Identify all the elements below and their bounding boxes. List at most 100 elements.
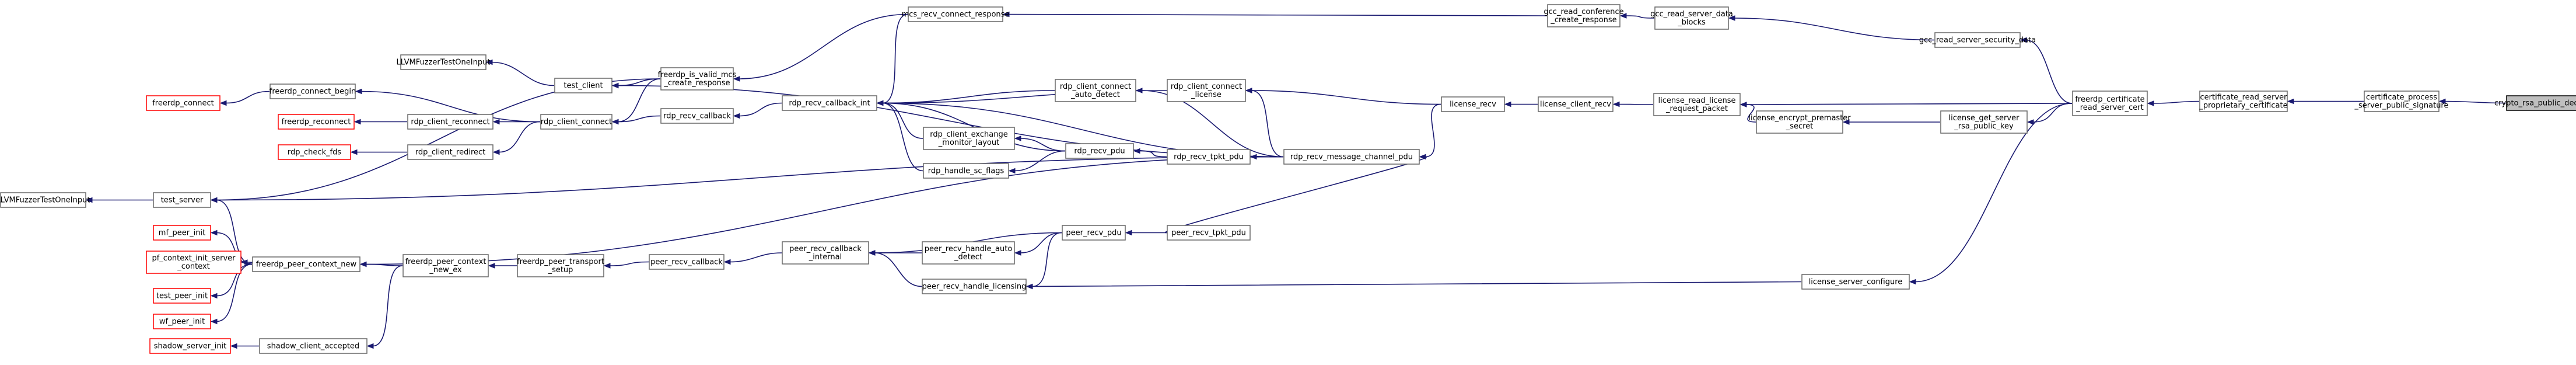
node-label: license_encrypt_premaster — [1748, 114, 1851, 123]
node-label: mcs_recv_connect_response — [902, 11, 1010, 19]
edge-line — [1251, 90, 1284, 158]
node-label: shadow_client_accepted — [267, 342, 359, 351]
node-box — [0, 192, 86, 208]
node-fivmcr[interactable]: freerdp_is_valid_mcs_create_response — [658, 67, 737, 91]
node-label: rdp_client_redirect — [415, 148, 486, 157]
node-grssd[interactable]: gcc_read_server_security_data — [1919, 32, 2036, 48]
arrow-head-icon — [85, 197, 93, 203]
node-label: rdp_client_exchange — [930, 130, 1007, 139]
node-box — [908, 6, 1003, 22]
node-rhsf[interactable]: rdp_handle_sc_flags — [923, 163, 1009, 179]
arrow-head-icon — [240, 259, 248, 265]
node-lrecv[interactable]: license_recv — [1441, 96, 1505, 112]
node-prhl[interactable]: peer_recv_handle_licensing — [922, 279, 1027, 294]
node-rrcbi[interactable]: rdp_recv_callback_int — [782, 95, 877, 111]
node-label: pf_context_init_server — [152, 254, 236, 263]
node-lrlrp[interactable]: license_read_license_request_packet — [1653, 93, 1741, 116]
edge-rrpdu-to-rceml — [1014, 135, 1066, 152]
node-box — [146, 95, 220, 111]
node-label: certificate_process — [2366, 93, 2437, 102]
edge-line — [216, 263, 253, 322]
edge-sca-to-ssi — [230, 343, 259, 349]
node-mfpi[interactable]: mf_peer_init — [153, 225, 211, 241]
edge-rrmcpdu-to-rccl — [1245, 88, 1284, 158]
node-llvm1[interactable]: LLVMFuzzerTestOneInput — [397, 54, 491, 70]
arrow-head-icon — [2438, 98, 2446, 105]
node-label: rdp_recv_pdu — [1074, 147, 1125, 156]
node-prtpdu[interactable]: peer_recv_tpkt_pdu — [1167, 225, 1251, 241]
node-box — [153, 192, 211, 208]
arrow-head-icon — [1728, 15, 1735, 21]
node-lepms[interactable]: license_encrypt_premaster_secret — [1748, 110, 1851, 134]
node-pfcisc[interactable]: pf_context_init_server_context — [146, 251, 242, 274]
node-sca[interactable]: shadow_client_accepted — [259, 338, 368, 354]
edge-fcrsc-to-grssd — [2020, 37, 2073, 104]
node-cpsps[interactable]: certificate_process_server_public_signat… — [2354, 91, 2449, 112]
node-rcreconnect[interactable]: rdp_client_reconnect — [407, 114, 494, 130]
edge-rrmcpdu-to-ts — [210, 156, 1284, 203]
node-grccr[interactable]: gcc_read_conference_create_response — [1544, 4, 1624, 27]
edge-line — [1625, 15, 1655, 19]
arrow-head-icon — [1125, 230, 1132, 236]
node-box — [922, 241, 1015, 265]
node-label: LLVMFuzzerTestOneInput — [0, 196, 90, 205]
node-rrmcpdu[interactable]: rdp_recv_message_channel_pdu — [1283, 149, 1420, 165]
node-label: rdp_check_fds — [288, 148, 342, 157]
node-ts[interactable]: test_server — [153, 192, 211, 208]
node-box — [259, 338, 368, 354]
node-lgsrpk[interactable]: license_get_server_rsa_public_key — [1940, 110, 2028, 134]
node-prpdu[interactable]: peer_recv_pdu — [1062, 225, 1126, 241]
node-mrcr[interactable]: mcs_recv_connect_response — [902, 6, 1010, 22]
edge-ts-to-llvm2 — [85, 197, 153, 203]
node-fconnect[interactable]: freerdp_connect — [146, 95, 220, 111]
edge-lcrecv-to-lrecv — [1504, 101, 1538, 107]
node-tc[interactable]: test_client — [554, 78, 612, 93]
node-wfpi[interactable]: wf_peer_init — [153, 314, 211, 329]
node-tpi[interactable]: test_peer_init — [153, 288, 211, 304]
arrow-head-icon — [1002, 11, 1010, 18]
arrow-head-icon — [350, 149, 358, 155]
node-label: shadow_server_init — [154, 342, 227, 351]
node-fcrsc[interactable]: freerdp_certificate_read_server_cert — [2072, 91, 2148, 116]
node-rrtpdu[interactable]: rdp_recv_tpkt_pdu — [1167, 149, 1251, 165]
node-rccad[interactable]: rdp_client_connect_auto_detect — [1055, 79, 1136, 102]
node-rrpdu[interactable]: rdp_recv_pdu — [1065, 143, 1134, 159]
node-rccl[interactable]: rdp_client_connect_license — [1167, 79, 1246, 102]
edge-line — [617, 115, 661, 123]
node-rceml[interactable]: rdp_client_exchange_monitor_layout — [923, 127, 1015, 150]
node-llvm2[interactable]: LLVMFuzzerTestOneInput — [0, 192, 90, 208]
node-box — [923, 163, 1009, 179]
node-box — [1653, 93, 1741, 116]
node-ssi[interactable]: shadow_server_init — [149, 338, 231, 354]
node-prhad[interactable]: peer_recv_handle_auto_detect — [922, 241, 1015, 265]
edge-line — [216, 156, 1284, 201]
node-fcb[interactable]: freerdp_connect_begin — [270, 84, 356, 99]
node-fpcn[interactable]: freerdp_peer_context_new — [252, 256, 360, 272]
arrow-head-icon — [1014, 135, 1021, 141]
edge-line — [1251, 90, 1441, 105]
edge-line — [609, 261, 649, 266]
node-grsdb[interactable]: gcc_read_server_data_blocks — [1650, 6, 1733, 30]
arrow-head-icon — [359, 261, 367, 267]
node-label: _rsa_public_key — [1954, 122, 2014, 131]
node-fpcne[interactable]: freerdp_peer_context_new_ex — [402, 254, 489, 277]
node-box — [149, 338, 231, 354]
arrow-head-icon — [210, 293, 218, 299]
arrow-head-icon — [1504, 101, 1511, 107]
node-freconnect[interactable]: freerdp_reconnect — [278, 114, 355, 130]
node-lcrecv[interactable]: license_client_recv — [1538, 96, 1614, 112]
node-rrcb[interactable]: rdp_recv_callback — [660, 108, 734, 124]
node-lsc[interactable]: license_server_configure — [1801, 274, 1910, 290]
node-rcredirect[interactable]: rdp_client_redirect — [407, 144, 494, 160]
edge-line — [1020, 232, 1062, 253]
node-rsa[interactable]: crypto_rsa_public_decrypt — [2494, 95, 2576, 111]
node-label: peer_recv_pdu — [1066, 229, 1121, 238]
node-rcc[interactable]: rdp_client_connect — [540, 114, 612, 130]
node-prcb[interactable]: peer_recv_callback — [649, 254, 724, 270]
node-box — [660, 108, 734, 124]
node-crspc[interactable]: certificate_read_server_proprietary_cert… — [2199, 91, 2288, 112]
node-label: license_read_license — [1658, 96, 1735, 105]
node-prcbi[interactable]: peer_recv_callback_internal — [782, 241, 869, 265]
node-rcfds[interactable]: rdp_check_fds — [278, 144, 351, 160]
node-fpts[interactable]: freerdp_peer_transport_setup — [517, 254, 604, 277]
